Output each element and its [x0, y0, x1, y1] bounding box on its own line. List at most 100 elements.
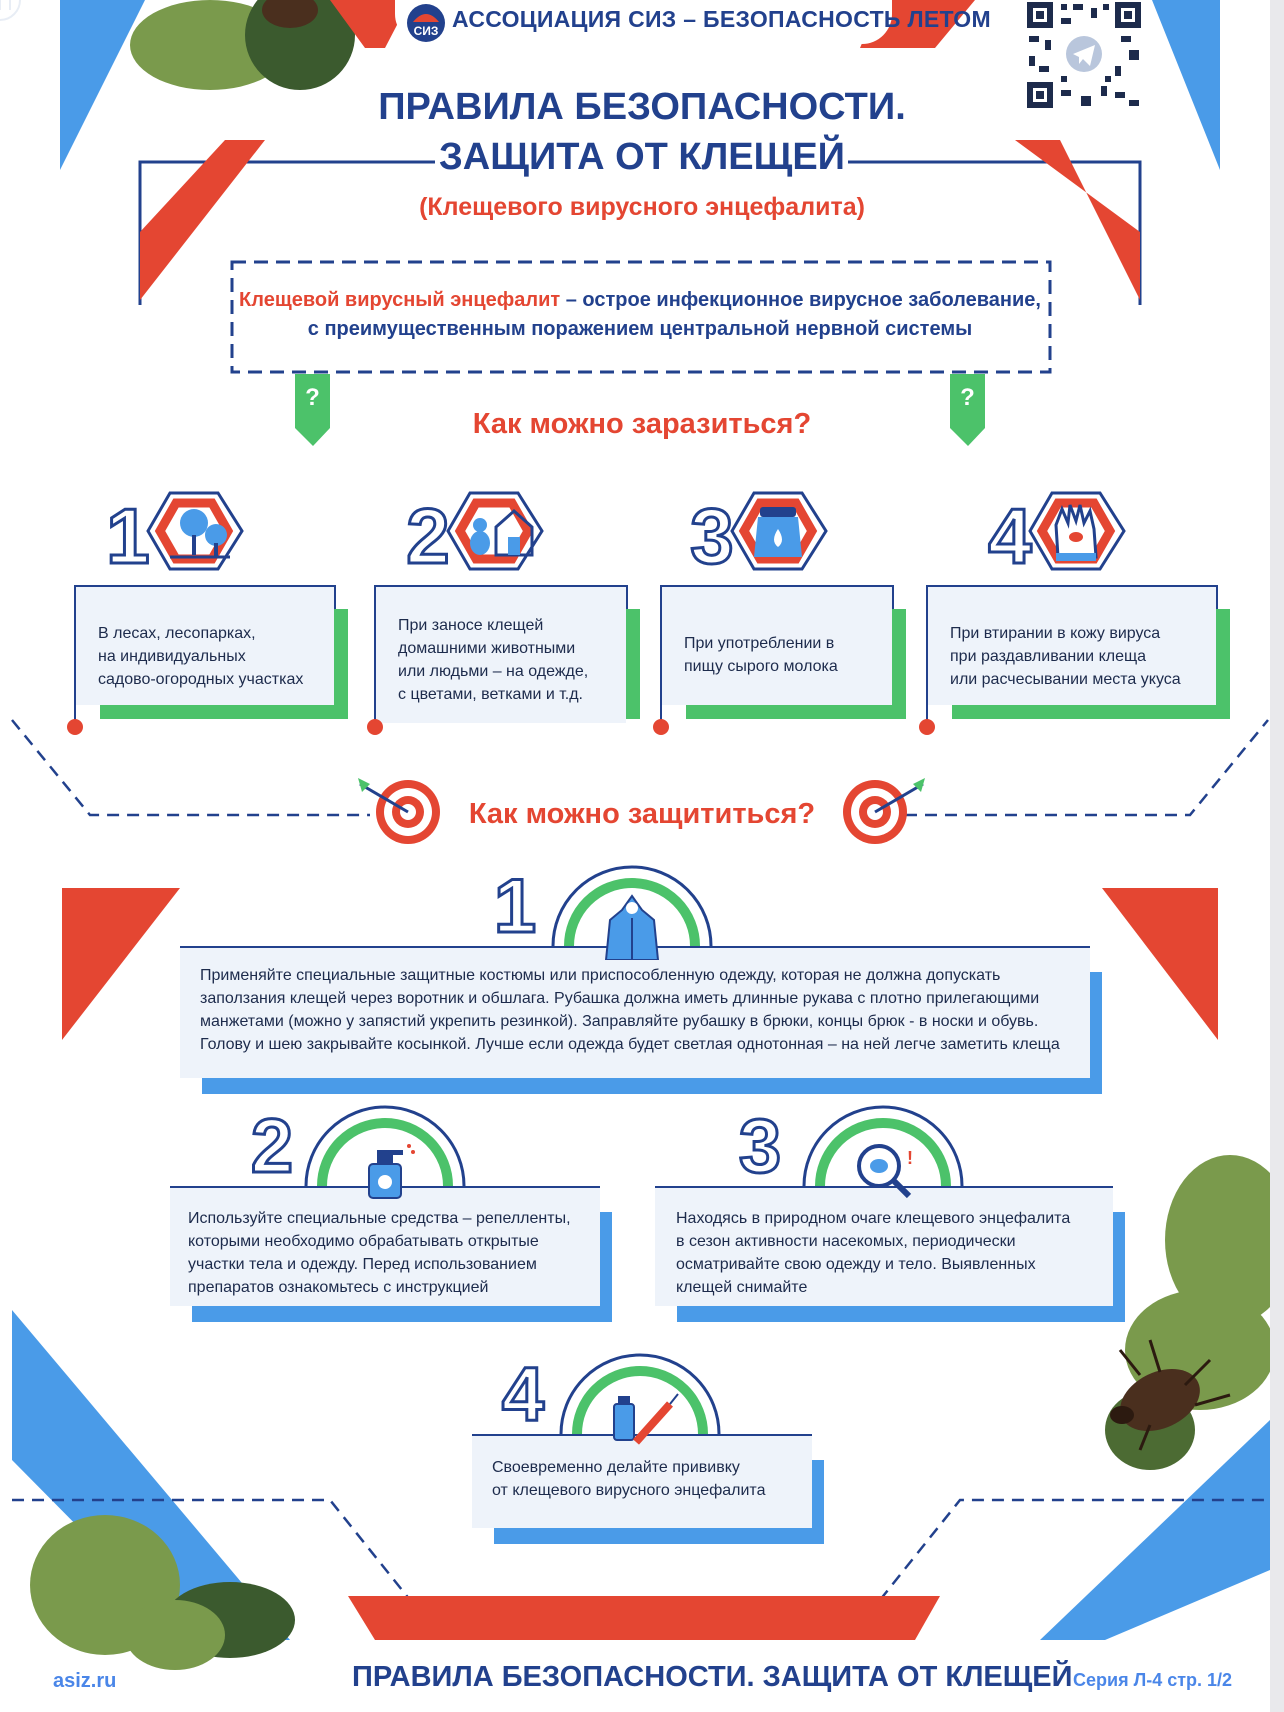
tick-illustration [1110, 1339, 1231, 1451]
triangle-left [62, 888, 180, 1040]
repellent-spray-icon [368, 1144, 415, 1199]
card-text-line: Используйте специальные средства – репел… [188, 1210, 571, 1227]
infection-number: 2 [406, 492, 449, 580]
infection-number: 1 [106, 492, 149, 580]
vaccine-syringe-icon [613, 1393, 679, 1445]
card-text-line: манжетами (можно у запястий укрепить рез… [200, 1013, 1039, 1030]
protection-number: 2 [251, 1104, 293, 1180]
card-text-line: на индивидуальных [98, 648, 246, 665]
cat-house-icon [470, 508, 534, 557]
card-body [76, 585, 334, 705]
stripe-header-left [330, 0, 410, 48]
card-body [928, 585, 1216, 705]
stripe-topleft [60, 0, 145, 170]
asiz-logo-icon: СИЗ [407, 4, 445, 42]
card-frame [926, 585, 1216, 587]
infection-badge: 2 [405, 491, 544, 582]
protection-number: 3 [739, 1104, 781, 1180]
protection-number-badge: 2 [249, 1103, 294, 1181]
protection-number: 4 [502, 1352, 544, 1428]
card-frame-side [374, 585, 376, 725]
card-text-line: Применяйте специальные защитные костюмы … [200, 967, 1001, 984]
card-text-line: с цветами, ветками и т.д. [398, 686, 583, 703]
qr-code[interactable] [1025, 0, 1143, 110]
question-ribbon-left [295, 374, 330, 446]
stripe-title-right [1015, 140, 1140, 300]
page-title-line1: ПРАВИЛА БЕЗОПАСНОСТИ. [378, 86, 906, 128]
card-frame [74, 585, 334, 587]
question-mark-left: ? [305, 384, 320, 411]
card-frame-right [626, 585, 628, 609]
definition-term: Клещевой вирусный энцефалит [239, 289, 561, 311]
protection-card [655, 1186, 1113, 1306]
footer-title: ПРАВИЛА БЕЗОПАСНОСТИ. ЗАЩИТА ОТ КЛЕЩЕЙ [352, 1661, 1073, 1693]
triangle-right [1102, 888, 1218, 1040]
protection-number: 1 [494, 864, 536, 940]
card-text-line: которыми необходимо обрабатывать открыты… [188, 1233, 539, 1250]
stripe-bottomright [1040, 1420, 1270, 1640]
infection-card [67, 585, 348, 745]
bush-right [1165, 1155, 1270, 1325]
protection-card [170, 1186, 600, 1306]
glove-tick-icon [1054, 504, 1098, 561]
protection-number-badge: 3 [737, 1103, 782, 1181]
protection-number-badge: 1 [492, 863, 537, 941]
question-mark-right: ? [960, 384, 975, 411]
footer-site-link[interactable]: asiz.ru [53, 1670, 117, 1692]
card-text-line: При употреблении в [684, 635, 835, 652]
protection-badge [551, 865, 713, 960]
svg-text:!: ! [907, 1148, 913, 1168]
bottom-red-bar [348, 1596, 940, 1640]
card-text-line: Находясь в природном очаге клещевого энц… [676, 1210, 1071, 1227]
definition-line2: с преимущественным поражением центрально… [307, 318, 973, 340]
page-title-line2: ЗАЩИТА ОТ КЛЕЩЕЙ [438, 136, 845, 178]
protection-heading: Как можно защититься? [468, 798, 816, 830]
infection-card [367, 585, 640, 745]
card-text-line: при раздавливании клеща [950, 648, 1147, 665]
card-dot [67, 719, 83, 735]
infection-badge: 1 [105, 491, 244, 582]
definition-text: Клещевой вирусный энцефалит – острое инф… [230, 286, 1050, 344]
card-text-line: или людьми – на одежде, [398, 663, 589, 680]
protection-badge [559, 1353, 721, 1445]
card-text-line: от клещевого вирусного энцефалита [492, 1482, 766, 1499]
card-body [662, 585, 892, 705]
card-text-line: В лесах, лесопарках, [98, 625, 256, 642]
card-dot [653, 719, 669, 735]
card-text-line: При втирании в кожу вируса [950, 625, 1161, 642]
protection-badge [304, 1105, 466, 1199]
org-title: АССОЦИАЦИЯ СИЗ – БЕЗОПАСНОСТЬ ЛЕТОМ [452, 6, 991, 32]
target-icon-right [843, 778, 925, 844]
magnifier-tick-icon: ! [857, 1144, 913, 1199]
card-dot [367, 719, 383, 735]
infection-badge: 3 [689, 491, 828, 582]
infection-number: 4 [988, 492, 1031, 580]
protective-suit-icon [604, 894, 660, 960]
infection-heading: Как можно заразиться? [472, 408, 812, 440]
card-text-line: Своевременно делайте прививку [492, 1459, 740, 1476]
protection-badge: ! [802, 1105, 964, 1199]
card-text-line: осматривайте свою одежду и тело. Выявлен… [676, 1256, 1036, 1273]
page-edge [1270, 0, 1284, 1712]
infection-number: 3 [690, 492, 733, 580]
card-text-line: Голову и шею закрывайте косынкой. Лучше … [200, 1036, 1060, 1053]
card-text-line: домашними животными [398, 640, 576, 657]
target-icon-left [358, 778, 440, 844]
card-frame-side [660, 585, 662, 725]
card-frame [374, 585, 626, 587]
card-text-line: клещей снимайте [676, 1279, 808, 1296]
infection-card-text: При употреблении в пищу сырого молока [684, 632, 884, 678]
card-text-line: участки тела и одежду. Перед использован… [188, 1256, 537, 1273]
card-frame [660, 585, 892, 587]
watermark-pattern [0, 0, 21, 21]
stripe-topright [1152, 0, 1220, 170]
card-text-line: пищу сырого молока [684, 658, 838, 675]
milk-can-icon [754, 507, 802, 557]
card-frame-side [74, 585, 76, 725]
protection-card-text: Своевременно делайте прививку от клещевог… [492, 1456, 808, 1502]
definition-rest: – острое инфекционное вирусное заболеван… [560, 289, 1041, 311]
infection-badge: 4 [987, 491, 1126, 582]
trees-icon [170, 509, 230, 559]
